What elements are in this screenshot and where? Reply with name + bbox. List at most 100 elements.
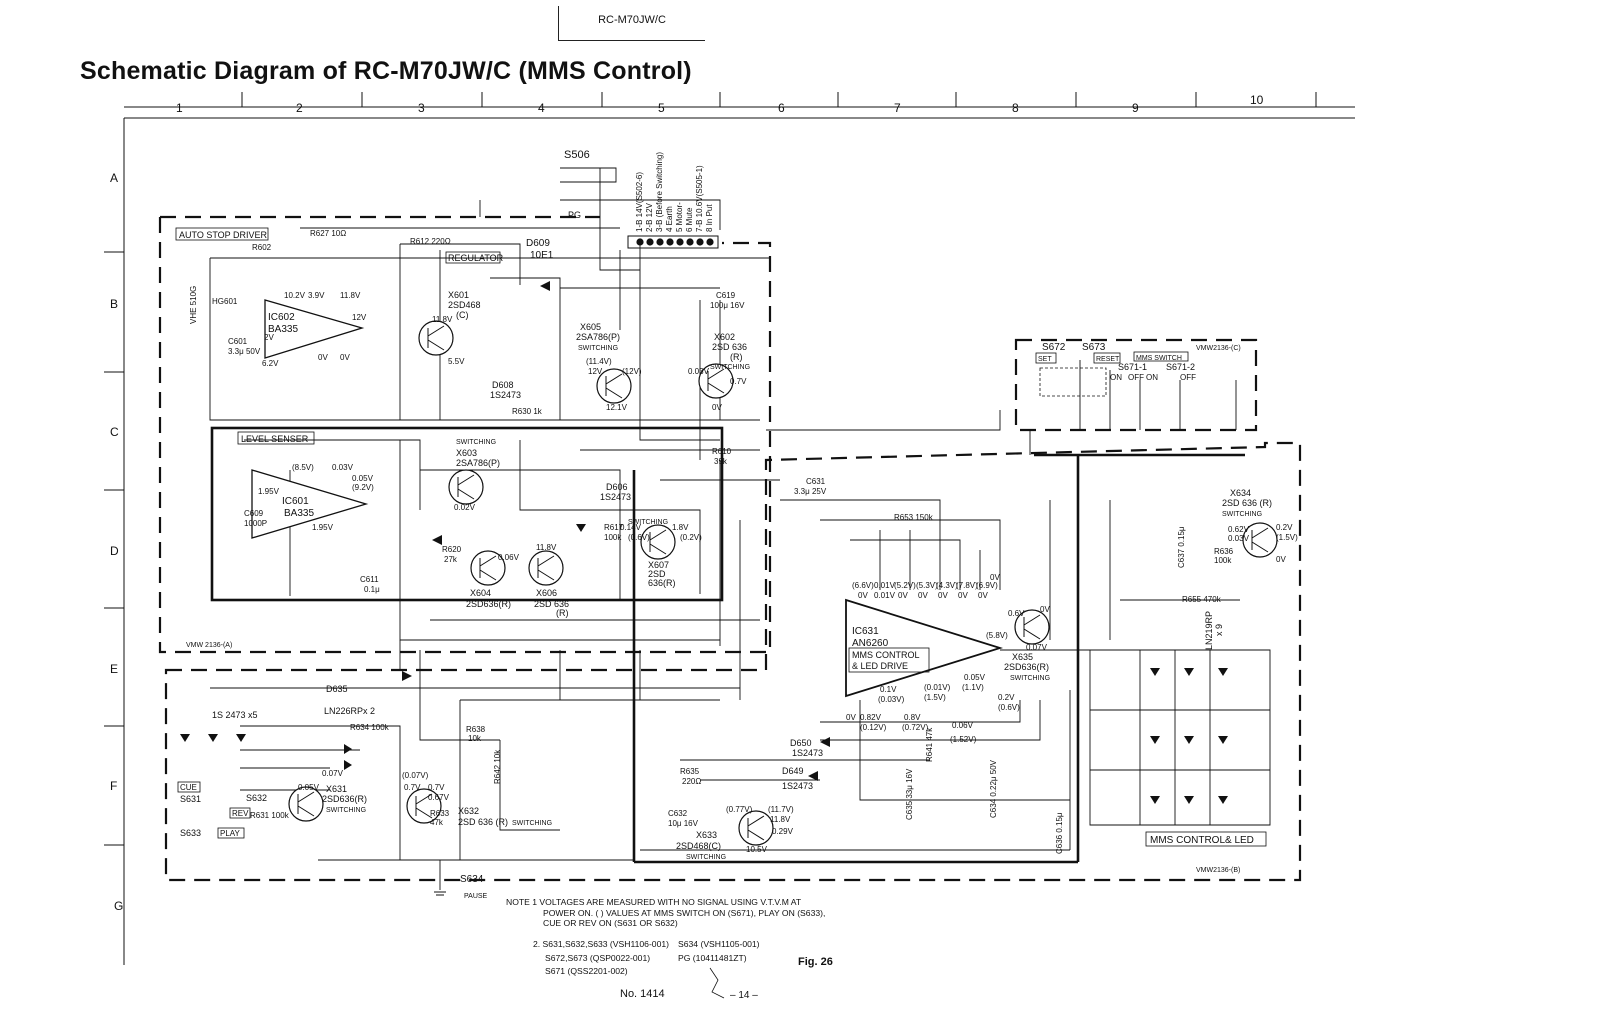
row-label: F [110, 779, 117, 793]
x633-transistor [738, 810, 774, 846]
x634-label: X634 [1230, 488, 1251, 498]
voltage-label: (1.5V) [1276, 533, 1298, 542]
voltage-label: 0.2V [998, 693, 1015, 702]
voltage-label: 12V [352, 313, 367, 322]
voltage-label: (12V) [622, 367, 642, 376]
x606-grade: (R) [556, 608, 569, 618]
c635-label: C635 33μ 16V [905, 768, 914, 820]
d609-part: 10E1 [530, 250, 554, 261]
svg-text:4 Earth: 4 Earth [665, 206, 674, 232]
note-line: CUE OR REV ON (S631 OR S632) [543, 918, 678, 928]
voltage-label: 0.06V [952, 721, 974, 730]
row-label: G [114, 899, 123, 913]
x634-role: SWITCHING [1222, 511, 1262, 518]
voltage-label: 0V [1276, 555, 1286, 564]
ic631-function-2: & LED DRIVE [852, 661, 908, 671]
voltage-label: (7.8V) [956, 581, 978, 590]
x602-grade: (R) [730, 352, 743, 362]
d649-label: D649 [782, 766, 804, 776]
c611-label: C611 [360, 575, 379, 584]
svg-text:1-B 14V(S502-6): 1-B 14V(S502-6) [635, 172, 644, 232]
svg-text:3-B (Before Switching): 3-B (Before Switching) [655, 152, 664, 232]
col-label: 9 [1132, 101, 1139, 115]
notes-block: NOTE 1 VOLTAGES ARE MEASURED WITH NO SIG… [506, 897, 825, 929]
r635-label: R635 [680, 767, 700, 776]
s506-label: S506 [564, 149, 590, 161]
voltage-label: 0.05V [298, 783, 320, 792]
voltage-label: (11.4V) [586, 357, 612, 366]
c609-value: 1000P [244, 519, 267, 528]
voltage-label: 0V [846, 713, 856, 722]
diodes-note: 1S 2473 x5 [212, 710, 258, 720]
voltage-label: 10.2V [284, 291, 306, 300]
board-b-outline [164, 441, 1302, 882]
s634-label: S634 [460, 874, 484, 885]
r617-value: 100k [604, 533, 622, 542]
voltage-label: 0.03V [1228, 534, 1250, 543]
col-label: 7 [894, 101, 901, 115]
voltage-label: 0V [318, 353, 328, 362]
voltage-label: (5.3V) [916, 581, 938, 590]
r620-label: R620 [442, 545, 462, 554]
x633-part: 2SD468(C) [676, 841, 721, 851]
col-label: 5 [658, 101, 665, 115]
x635-label: X635 [1012, 652, 1033, 662]
x633-role: SWITCHING [686, 854, 726, 861]
x606-part: 2SD 636 [534, 599, 569, 609]
voltage-label: (0.2V) [680, 533, 702, 542]
vhe-label: VHE 510G [189, 286, 198, 324]
voltage-label: (1.52V) [950, 735, 977, 744]
svg-text:2-B 12V: 2-B 12V [645, 202, 654, 232]
voltage-label: (9.2V) [352, 483, 374, 492]
voltage-label: 0.7V [730, 377, 747, 386]
r634-label: R634 100k [350, 723, 390, 732]
board-b-label: VMW2136-(B) [1196, 867, 1240, 874]
voltage-label: 12V [588, 367, 603, 376]
parts-entry: PG (10411481ZT) [678, 952, 747, 963]
voltage-label: 0.07V [322, 769, 344, 778]
x633-label: X633 [696, 830, 717, 840]
mms-switch-label: MMS SWITCH [1136, 355, 1182, 362]
voltage-label: (11.7V) [768, 805, 794, 814]
d609-label: D609 [526, 238, 550, 249]
row-label: E [110, 662, 118, 676]
connector-pin-labels: 1-B 14V(S502-6) 2-B 12V 3-B (Before Swit… [635, 152, 714, 232]
x606-label: X606 [536, 588, 557, 598]
r642-label: R642 10k [493, 749, 502, 784]
model-header: RC-M70JW/C [558, 6, 705, 41]
parts-list: 2. S631,S632,S633 (VSH1106-001) S634 (VS… [533, 938, 760, 979]
voltage-label: 0.01V [874, 581, 896, 590]
voltage-label: (6.6V) [852, 581, 874, 590]
board-c-outline [1014, 338, 1258, 432]
cue-label: CUE [180, 783, 197, 792]
r627-label: R627 10Ω [310, 229, 346, 238]
page-number: – 14 – [730, 990, 758, 1001]
x607-part: 2SD [648, 569, 666, 579]
board-a-outline [158, 217, 772, 654]
note-line: POWER ON. ( ) VALUES AT MMS SWITCH ON (S… [543, 907, 826, 918]
voltage-label: (1.5V) [924, 693, 946, 702]
voltage-label: 0.01V [874, 591, 896, 600]
r638-label: R638 [466, 725, 486, 734]
figure-label: Fig. 26 [798, 956, 833, 968]
x631-transistor [288, 786, 324, 822]
voltage-label: (0.6V) [628, 533, 650, 542]
voltage-label: 0V [958, 591, 968, 600]
c619-value: 100μ 16V [710, 301, 745, 310]
pg-label: PG [568, 210, 581, 220]
document-number: No. 1414 [620, 988, 665, 1000]
voltage-label: 11.8V [432, 315, 453, 324]
play-label: PLAY [220, 829, 241, 838]
d606-label: D606 [606, 482, 628, 492]
x603-label: X603 [456, 448, 477, 458]
voltage-label: 0V [858, 591, 868, 600]
c634-label: C634 0.22μ 50V [989, 759, 998, 818]
s671-2-label: S671-2 [1166, 362, 1195, 372]
voltage-label: 11.8V [536, 543, 557, 552]
r617-label: R617 [604, 523, 624, 532]
led-note: LN226RPx 2 [324, 706, 375, 716]
connector-pins [627, 235, 719, 249]
x634-part: 2SD 636 (R) [1222, 498, 1272, 508]
x631-role: SWITCHING [326, 807, 366, 814]
row-label: B [110, 297, 118, 311]
